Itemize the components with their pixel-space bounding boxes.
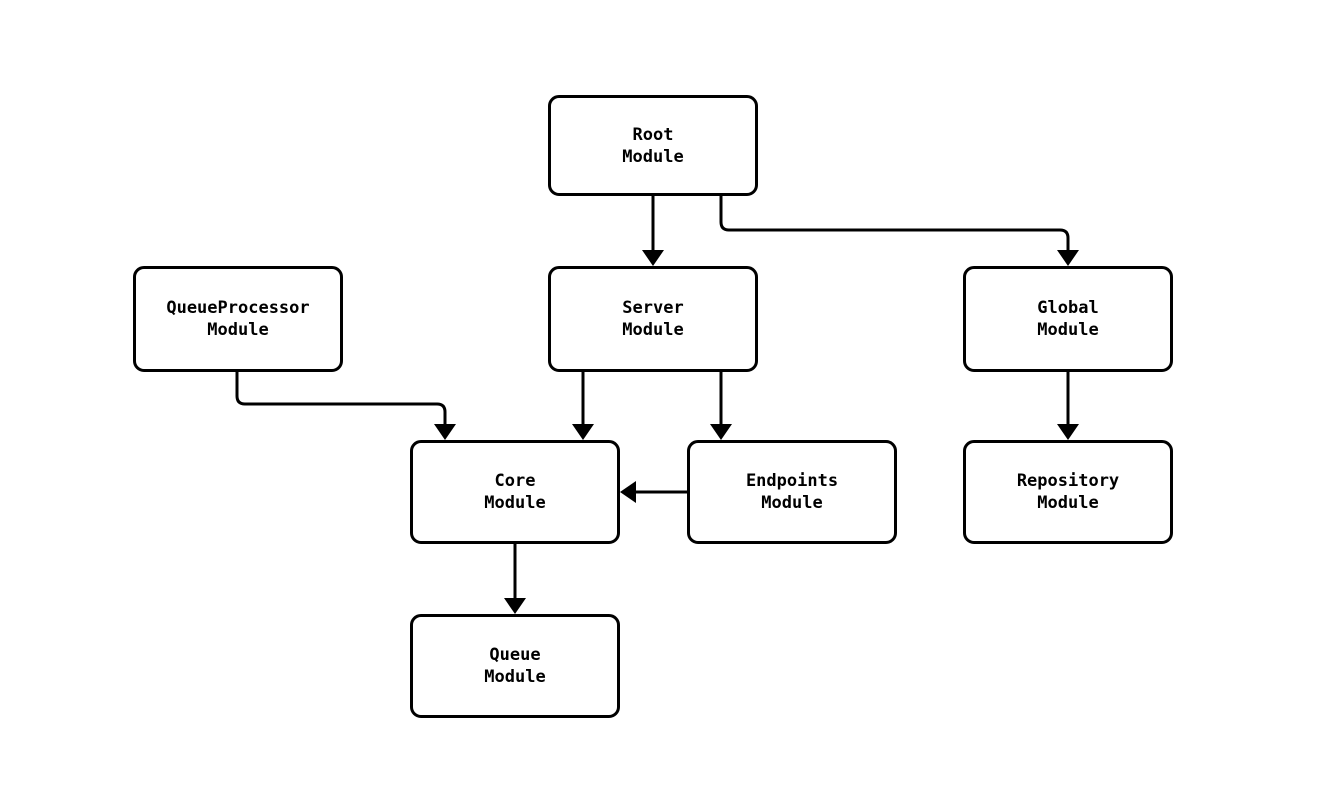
node-queueprocessor-module-label-line2: Module [207,320,269,340]
arrowhead-icon [504,598,526,614]
edge-root-to-server [642,196,664,266]
node-endpoints-module-label-line2: Module [761,493,823,513]
edge-line [235,372,447,430]
node-repository-module[interactable]: Repository Module [963,440,1173,544]
node-global-module-label-line2: Module [1037,320,1099,340]
edge-endpoints-to-core [620,481,687,503]
node-root-module[interactable]: Root Module [548,95,758,196]
node-server-module-label-line2: Module [622,320,684,340]
edge-queueprocessor-to-core [235,372,456,440]
node-core-module-label-line2: Module [484,493,546,513]
node-repository-module-label-line2: Module [1037,493,1099,513]
arrowhead-icon [434,424,456,440]
node-queueprocessor-module[interactable]: QueueProcessor Module [133,266,343,372]
node-queue-module[interactable]: Queue Module [410,614,620,718]
arrowhead-icon [642,250,664,266]
node-endpoints-module[interactable]: Endpoints Module [687,440,897,544]
edge-line [719,196,1070,256]
node-root-module-label-line1: Root [632,124,674,145]
node-endpoints-module-label-line1: Endpoints [745,471,839,491]
node-repository-module-label-line1: Repository [1016,471,1120,491]
edge-global-to-repository [1057,372,1079,440]
arrowhead-icon [710,424,732,440]
edge-core-to-queue [504,544,526,614]
node-core-module[interactable]: Core Module [410,440,620,544]
edge-server-to-core [572,372,594,440]
arrowhead-icon [620,481,636,503]
node-global-module-label-line1: Global [1037,298,1099,318]
node-global-module[interactable]: Global Module [963,266,1173,372]
arrowhead-icon [1057,424,1079,440]
node-server-module[interactable]: Server Module [548,266,758,372]
edge-server-to-endpoints [710,372,732,440]
node-core-module-label-line1: Core [494,471,536,491]
node-root-module-label-line2: Module [622,146,684,167]
arrowhead-icon [1057,250,1079,266]
node-queue-module-label-line1: Queue [489,645,541,665]
arrowhead-icon [572,424,594,440]
node-server-module-label-line1: Server [622,298,684,318]
node-queueprocessor-module-label-line1: QueueProcessor [166,298,310,318]
node-queue-module-label-line2: Module [484,667,546,687]
edge-root-to-global [719,196,1079,266]
